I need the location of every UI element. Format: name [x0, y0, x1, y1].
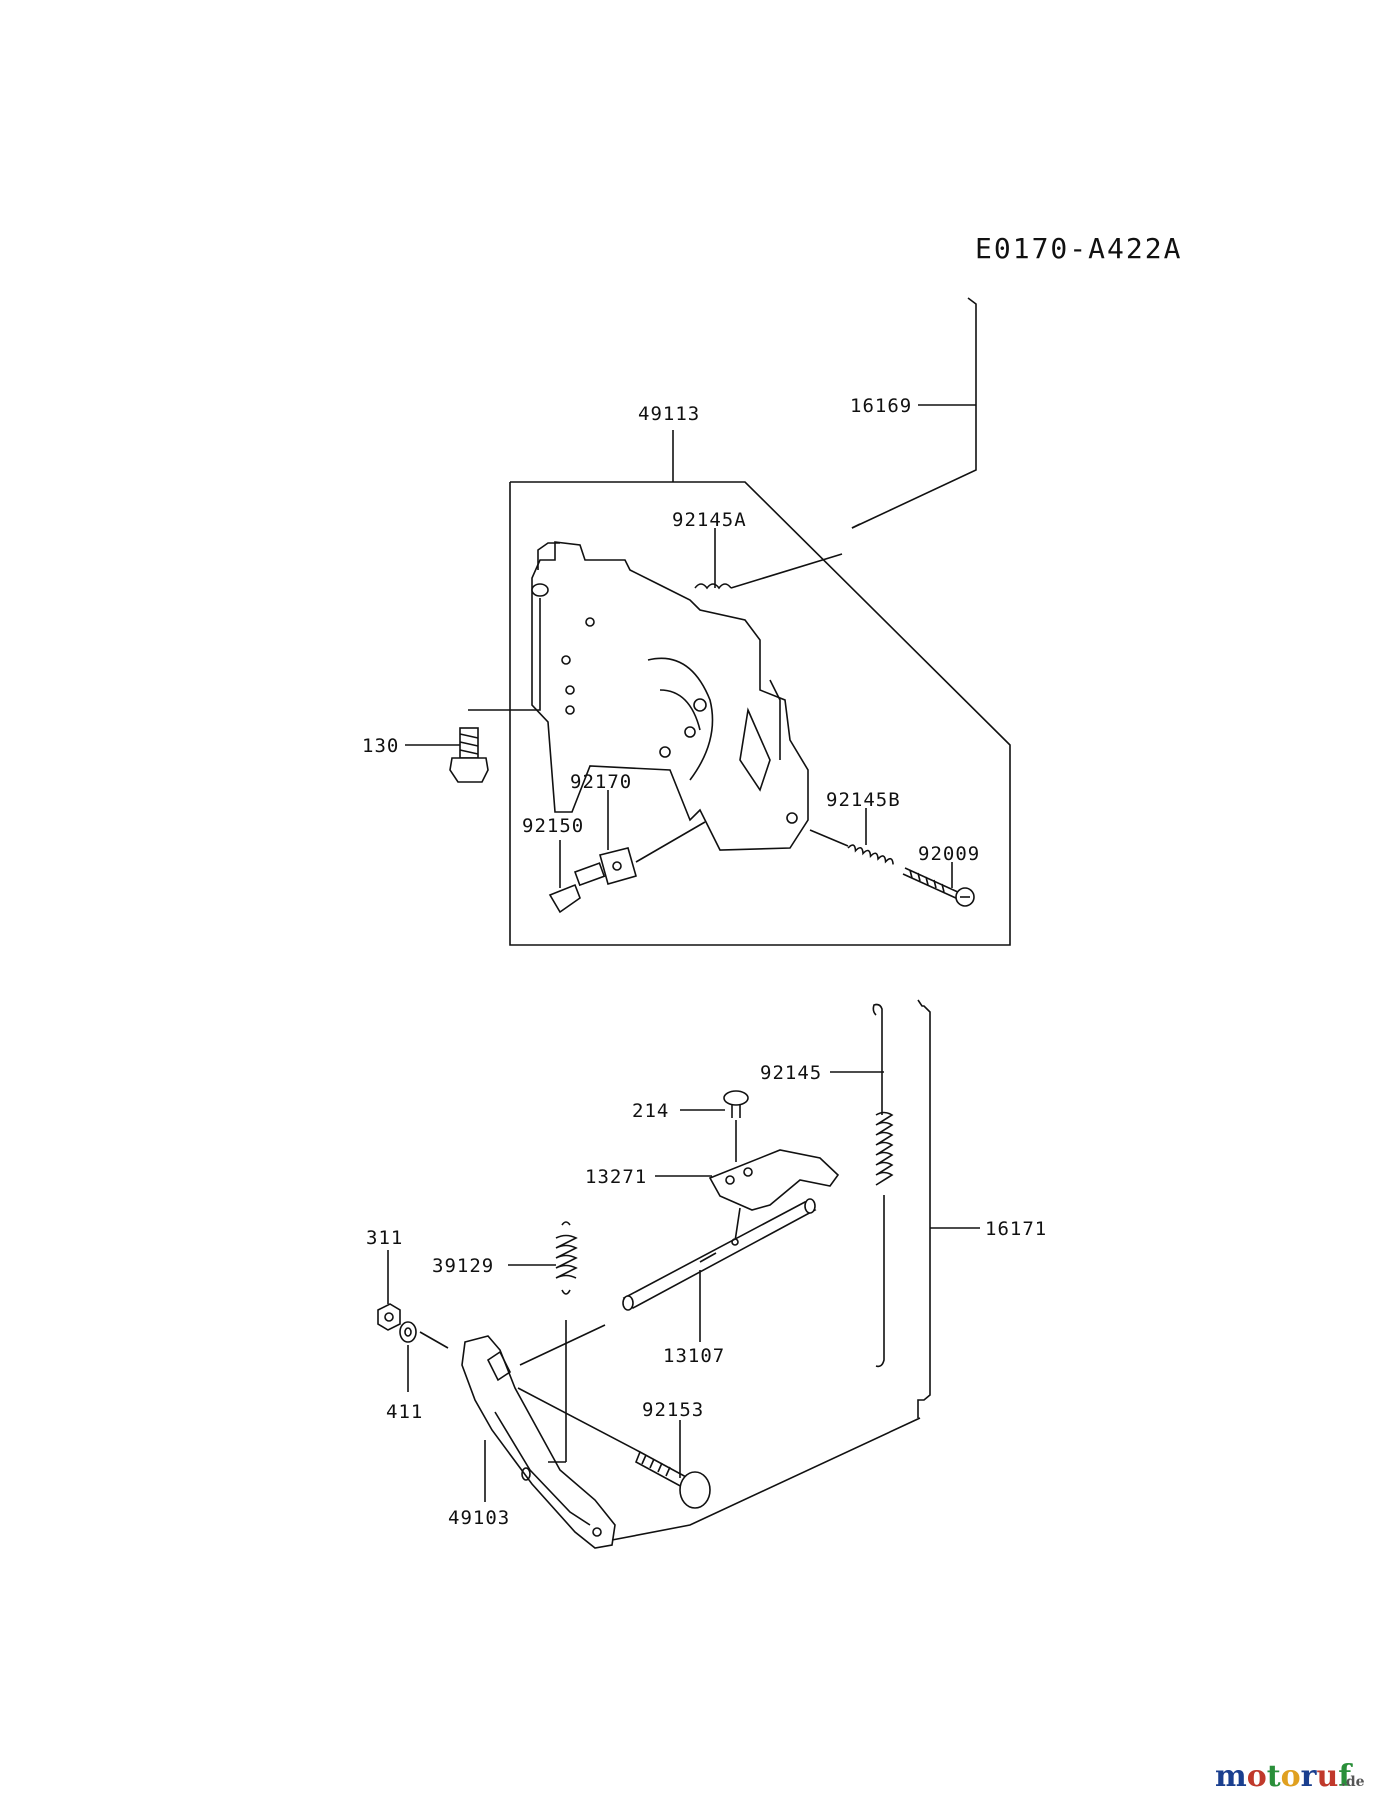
leader-130-align: [468, 598, 541, 711]
shaft-align-line: [519, 1324, 606, 1366]
label-49103: 49103: [448, 1507, 510, 1529]
part-13271-plate: [708, 1149, 840, 1211]
diagram-code: E0170-A422A: [975, 232, 1182, 265]
spring-align-line: [809, 829, 849, 847]
label-92150: 92150: [522, 815, 584, 837]
label-214: 214: [632, 1100, 669, 1122]
svg-text:motoruf: motoruf: [1215, 1759, 1353, 1794]
part-13107-shaft: [622, 1198, 817, 1311]
washer-align-line: [419, 1331, 449, 1349]
label-92009: 92009: [918, 843, 980, 865]
label-49113: 49113: [638, 403, 700, 425]
link-lever-16171: [611, 1417, 921, 1541]
part-92145B-spring: [847, 844, 894, 865]
label-92170: 92170: [570, 771, 632, 793]
label-16171: 16171: [985, 1218, 1047, 1240]
label-311: 311: [366, 1227, 403, 1249]
label-92145A: 92145A: [672, 509, 747, 531]
part-92009-screw: [902, 867, 975, 907]
part-16171-rod: [917, 999, 931, 1418]
part-92170-clip: [599, 847, 637, 885]
label-13107: 13107: [663, 1345, 725, 1367]
part-49103-lever: [461, 1335, 616, 1549]
part-control-plate: [531, 541, 809, 851]
label-13271: 13271: [585, 1166, 647, 1188]
plate-pivot-tab: [537, 542, 560, 570]
pin-align-line: [517, 1387, 641, 1453]
svg-text:.de: .de: [1341, 1774, 1365, 1790]
label-92153: 92153: [642, 1399, 704, 1421]
label-411: 411: [386, 1401, 423, 1423]
watermark-logo: motoruf .de: [1215, 1759, 1365, 1794]
part-92145-long-spring: [872, 1003, 894, 1368]
part-16169-rod: [851, 297, 977, 529]
part-92153-pin: [634, 1450, 711, 1509]
part-39129-spring: [555, 1221, 578, 1295]
label-92145: 92145: [760, 1062, 822, 1084]
part-130-bolt: [449, 727, 489, 783]
label-92145B: 92145B: [826, 789, 901, 811]
part-92150-bolt: [548, 862, 606, 914]
plate-pivot-hole: [531, 583, 549, 597]
clip-align-line: [635, 821, 706, 863]
assembly-outline-49113: [509, 481, 1011, 946]
label-130: 130: [362, 735, 399, 757]
part-214-screw: [723, 1090, 749, 1118]
part-92145A-spring: [694, 553, 843, 590]
label-16169: 16169: [850, 395, 912, 417]
label-39129: 39129: [432, 1255, 494, 1277]
part-411-washer: [399, 1321, 417, 1343]
part-311-nut: [377, 1303, 401, 1331]
